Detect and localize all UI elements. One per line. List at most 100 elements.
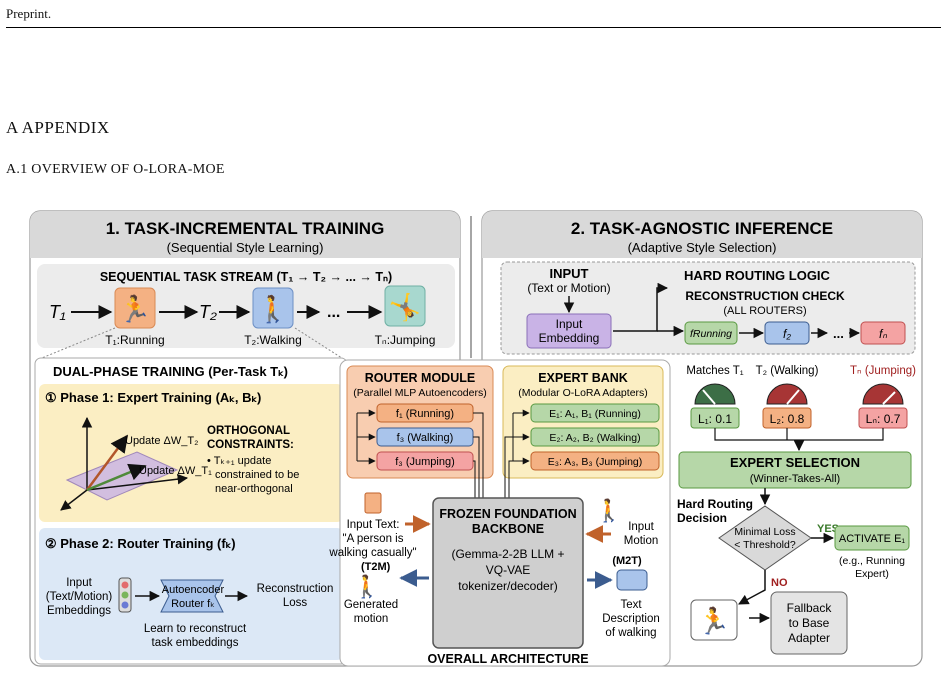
inf-no: NO	[771, 577, 788, 589]
section-heading: A APPENDIX	[6, 118, 110, 137]
inf-l2: L₂: 0.8	[770, 412, 805, 426]
router-f3-walking: f₃ (Walking)	[397, 432, 454, 444]
running-task-icon	[114, 287, 156, 329]
ortho-text-3: near-orthogonal	[215, 483, 293, 495]
inf-min-1: Minimal Loss	[734, 526, 795, 538]
router-f2	[764, 321, 810, 345]
inf-fallback-1: Fallback	[787, 601, 833, 615]
inf-embed-2: Embedding	[539, 331, 600, 345]
inf-input-title: INPUT	[550, 266, 589, 281]
left-panel-title: 1. TASK-INCREMENTAL TRAINING	[106, 219, 385, 238]
svg-text:🤸: 🤸	[389, 292, 421, 322]
p2-ae-1: Autoencoder	[162, 584, 225, 596]
mid-input-text-1: Input Text:	[347, 519, 400, 531]
inf-hrd-2: Decision	[677, 511, 727, 525]
inf-fallback-3: Adapter	[788, 631, 830, 645]
label-running: T₁:Running	[105, 333, 164, 347]
router-sub: (Parallel MLP Autoencoders)	[353, 387, 486, 399]
mid-input-text-3: walking casually"	[328, 547, 416, 559]
mid-desc-2: Description	[602, 613, 660, 625]
expert-e1: E₁: A₁, B₁ (Running)	[549, 408, 641, 420]
router-f3-jumping: f₃ (Jumping)	[395, 456, 455, 468]
mid-input-motion-2: Motion	[624, 535, 659, 547]
mid-gen-1: Generated	[344, 599, 398, 611]
p2-input-1: Input	[66, 577, 92, 589]
inf-input-sub: (Text or Motion)	[527, 281, 610, 295]
p2-recon-2: Loss	[283, 597, 308, 609]
phase1-title: ① Phase 1: Expert Training (Aₖ, Bₖ)	[45, 390, 261, 405]
router-fn	[860, 321, 906, 345]
walking-group-icon: 🚶	[353, 574, 380, 599]
fallback-box	[770, 591, 848, 655]
walking-task-icon	[252, 287, 294, 329]
backbone-1: FROZEN FOUNDATION	[439, 507, 576, 521]
walking-group-icon-2: 🚶	[595, 498, 622, 523]
ortho-text-1: • Tₖ₊₁ update	[207, 455, 271, 467]
document-icon	[364, 492, 382, 514]
inf-tn-jumping: Tₙ (Jumping)	[850, 365, 916, 377]
p2-input-3: Embeddings	[47, 605, 111, 617]
right-panel-subtitle: (Adaptive Style Selection)	[628, 240, 777, 255]
inf-fn: fₙ	[879, 327, 887, 341]
speech-bubble-icon	[616, 569, 648, 591]
inf-ln: Lₙ: 0.7	[866, 412, 901, 426]
inf-dots: ...	[833, 326, 844, 341]
inf-t2-walking: T₂ (Walking)	[756, 365, 819, 377]
label-walking: T₂:Walking	[244, 333, 302, 347]
inf-yes: YES	[817, 523, 839, 535]
autoencoder-router-shape	[160, 579, 224, 613]
update-t2-label: Update ΔW_T₂	[125, 435, 198, 447]
inf-sel-title: EXPERT SELECTION	[730, 455, 860, 470]
inf-eg-2: Expert)	[855, 568, 889, 580]
input-embedding-box	[526, 313, 612, 349]
mid-desc-3: of walking	[605, 627, 656, 639]
mid-gen-2: motion	[354, 613, 389, 625]
right-panel-title: 2. TASK-AGNOSTIC INFERENCE	[571, 219, 833, 238]
p2-learn-2: task embeddings	[152, 637, 239, 649]
jumping-task-icon	[384, 285, 426, 327]
dual-phase-title: DUAL-PHASE TRAINING (Per-Task Tₖ)	[53, 364, 288, 379]
inf-matches: Matches T₁	[686, 365, 743, 377]
mid-desc-1: Text	[620, 599, 642, 611]
mid-input-text-2: "A person is	[343, 533, 404, 545]
activate-box	[834, 525, 910, 551]
ortho-title-2: CONSTRAINTS:	[207, 439, 294, 451]
inf-hrd-1: Hard Routing	[677, 497, 753, 511]
gauge-icon	[694, 383, 736, 405]
backbone-3: (Gemma-2-2B LLM +	[451, 547, 564, 561]
inf-sel-sub: (Winner-Takes-All)	[750, 473, 840, 485]
label-jumping: Tₙ:Jumping	[375, 333, 436, 347]
mid-m2t: (M2T)	[612, 555, 642, 567]
fallback-icon-box	[690, 599, 738, 641]
arch-label: OVERALL ARCHITECTURE	[427, 652, 588, 666]
expert-selection-box	[678, 451, 912, 489]
inf-f-running: fRunning	[690, 328, 732, 340]
ortho-title-1: ORTHOGONAL	[207, 425, 290, 437]
left-panel-subtitle: (Sequential Style Learning)	[167, 240, 324, 255]
right-panel: 2. TASK-AGNOSTIC INFERENCE (Adaptive Sty…	[481, 210, 923, 667]
backbone-4: VQ-VAE	[486, 563, 530, 577]
stream-title: SEQUENTIAL TASK STREAM (T₁ → T₂ → ... → …	[100, 270, 392, 284]
stream-dots: ...	[327, 304, 340, 321]
p2-recon-1: Reconstruction	[257, 583, 334, 595]
inf-embed-1: Input	[556, 317, 583, 331]
stream-t2: T₂	[199, 302, 217, 322]
frozen-backbone	[432, 497, 584, 649]
left-panel: 1. TASK-INCREMENTAL TRAINING (Sequential…	[29, 210, 461, 667]
stream-t1: T₁	[49, 302, 66, 322]
inf-activate: ACTIVATE E₁	[839, 533, 906, 545]
header-rule	[6, 27, 941, 28]
router-f1: f₁ (Running)	[396, 408, 454, 420]
mid-t2m: (T2M)	[361, 561, 391, 573]
p2-learn-1: Learn to reconstruct	[144, 623, 247, 635]
rc-sub: (ALL ROUTERS)	[723, 305, 806, 317]
expert-e3: E₃: A₃, B₃ (Jumping)	[548, 456, 643, 468]
router-f-running	[684, 321, 738, 345]
inf-l1: L₁: 0.1	[698, 412, 732, 426]
gauge-icon	[766, 383, 808, 405]
inf-fallback-2: to Base	[789, 616, 830, 630]
backbone-2: BACKBONE	[472, 522, 544, 536]
architecture-figure: 1. TASK-INCREMENTAL TRAINING (Sequential…	[29, 210, 923, 667]
hrl-title: HARD ROUTING LOGIC	[684, 268, 830, 283]
subsection-heading: A.1 OVERVIEW OF O-LORA-MOE	[6, 162, 225, 177]
